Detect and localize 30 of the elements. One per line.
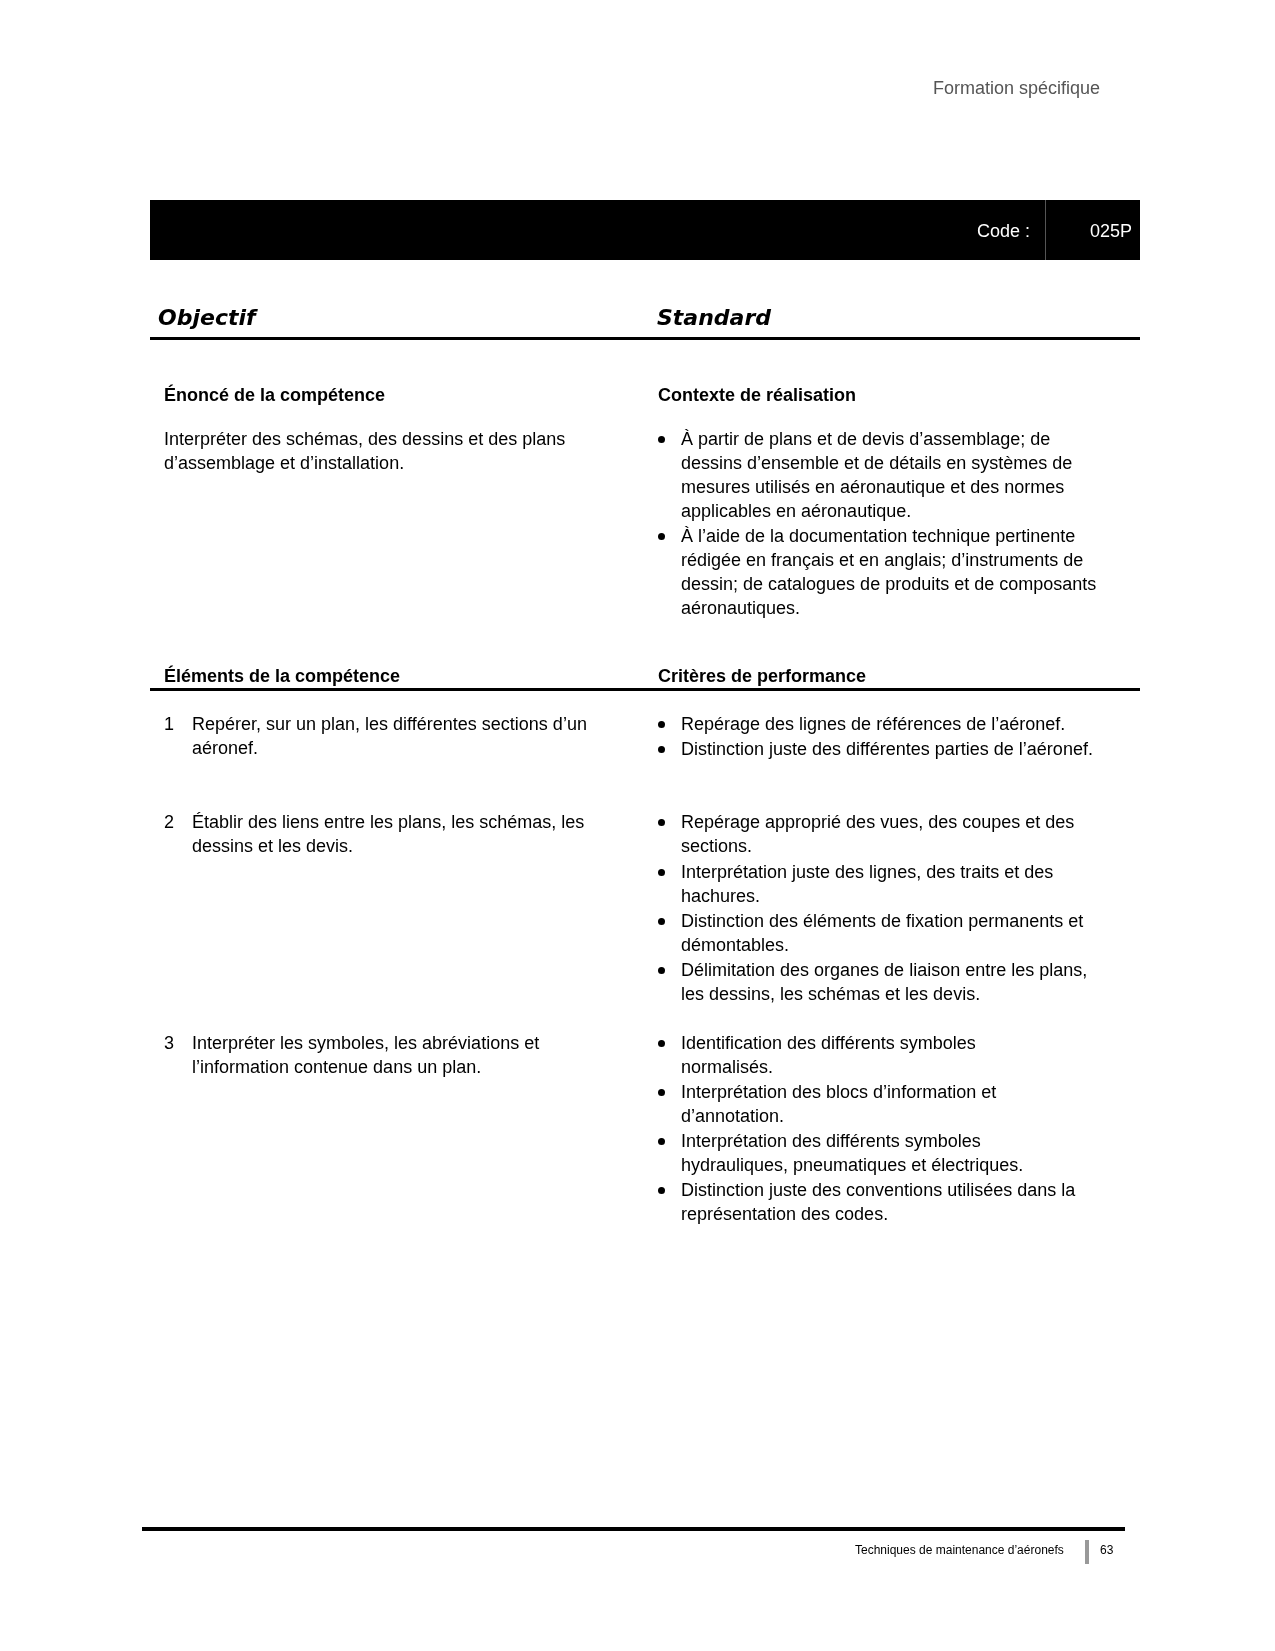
code-value: 025P [1088,220,1132,243]
criterion-item: Distinction des éléments de fixation permanents et démontables. [681,910,1085,957]
element-text: Interpréter les symboles, les abréviations et l’information contenue dans un plan. [192,1032,541,1079]
element-number: 2 [164,811,174,834]
element-number: 1 [164,713,174,736]
context-item: À partir de plans et de devis d’assemblage; de dessins d’ensemble et de détails en systèmes de mesures utilisés en aéronautique et des normes applicables en aéronautique. [681,428,1074,523]
column-heading: Contexte de réalisation [658,384,857,407]
page-number: 63 [1100,1542,1114,1558]
criterion-item: Interprétation juste des lignes, des traits et des hachures. [681,861,1055,908]
footer-text: Techniques de maintenance d’aéronefs [855,1542,1064,1558]
header-text: Formation spécifique [933,77,1101,100]
criterion-item: Distinction juste des différentes parties de l’aéronef. [681,738,1094,761]
section-heading: Objectif [158,306,256,330]
criterion-item: Distinction juste des conventions utilisées dans la représentation des codes. [681,1179,1077,1226]
column-heading: Éléments de la compétence [164,664,401,688]
competency-statement: Interpréter des schémas, des dessins et des plans d’assemblage et d’installation. [164,428,567,475]
column-heading: Critères de performance [658,665,867,688]
element-text: Repérer, sur un plan, les différentes sections d’un aéronef. [192,713,588,760]
criterion-item: Repérage approprié des vues, des coupes et des sections. [681,811,1076,858]
criterion-item: Interprétation des différents symboles hydrauliques, pneumatiques et électriques. [681,1130,1025,1177]
criterion-item: Identification des différents symboles normalisés. [681,1032,977,1079]
column-heading: Énoncé de la compétence [164,383,386,407]
element-number: 3 [164,1032,174,1055]
section-heading: Standard [657,306,772,330]
code-label: Code : [977,220,1031,243]
element-text: Établir des liens entre les plans, les schémas, les dessins et les devis. [192,811,586,858]
context-item: À l’aide de la documentation technique pertinente rédigée en français et en anglais; d’instruments de dessin; de catalogues de produits et de composants aéronautiques. [681,525,1098,620]
criterion-item: Délimitation des organes de liaison entre les plans, les dessins, les schémas et les devis. [681,959,1089,1006]
criterion-item: Repérage des lignes de références de l’aéronef. [681,713,1067,736]
criterion-item: Interprétation des blocs d’information et d’annotation. [681,1081,998,1128]
